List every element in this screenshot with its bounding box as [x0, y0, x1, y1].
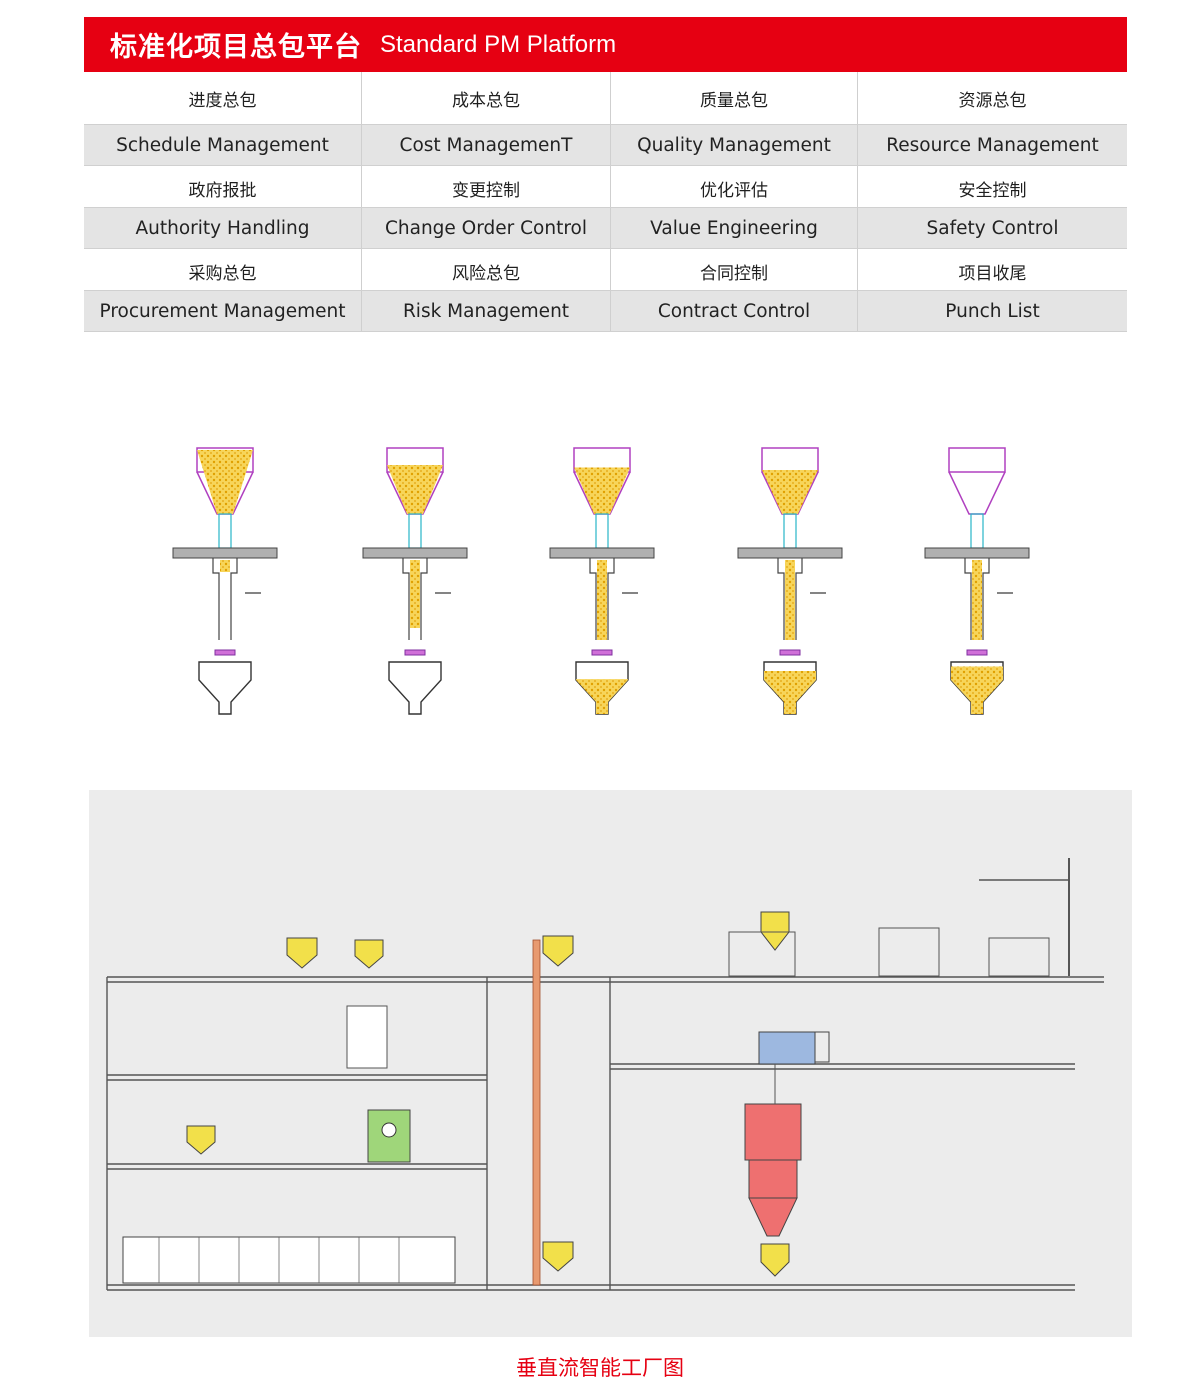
grid-cell-cn: 风险总包 — [362, 249, 611, 290]
grid-row-cn: 进度总包 成本总包 质量总包 资源总包 — [84, 72, 1127, 125]
factory-elevation-diagram — [89, 790, 1132, 1337]
grid-cell-en: Risk Management — [362, 291, 611, 331]
grid-cell-en: Safety Control — [926, 217, 1059, 239]
grid-cell-cn: 进度总包 — [84, 72, 362, 124]
grid-cell-en: Cost ManagemenT — [362, 125, 611, 165]
diagram-caption: 垂直流智能工厂图 — [516, 1356, 684, 1380]
grid-cell-en: Value Engineering — [611, 208, 858, 248]
grid-row-en: Procurement Management Risk Management C… — [84, 291, 1127, 332]
grid-cell-cn: 质量总包 — [611, 72, 858, 124]
grid-cell-en: Quality Management — [611, 125, 858, 165]
grid-cell-en: Resource Management — [886, 134, 1099, 156]
grid-cell-cn: 采购总包 — [84, 249, 362, 290]
silo-stage — [172, 447, 278, 715]
banner-title-cn: 标准化项目总包平台 — [110, 32, 362, 63]
services-grid: 进度总包 成本总包 质量总包 资源总包 Schedule Management … — [84, 72, 1127, 332]
grid-row-cn: 采购总包 风险总包 合同控制 项目收尾 — [84, 249, 1127, 291]
grid-cell-en: Schedule Management — [84, 125, 362, 165]
grid-row-en: Schedule Management Cost ManagemenT Qual… — [84, 125, 1127, 166]
silo-discharge-diagram — [172, 447, 1030, 715]
grid-cell-en: Change Order Control — [362, 208, 611, 248]
silo-stage — [362, 447, 468, 715]
grid-cell-cn: 政府报批 — [84, 166, 362, 207]
grid-row-cn: 政府报批 变更控制 优化评估 安全控制 — [84, 166, 1127, 208]
grid-cell-cn: 优化评估 — [611, 166, 858, 207]
banner-title-en: Standard PM Platform — [380, 30, 617, 58]
grid-cell-cn: 变更控制 — [362, 166, 611, 207]
title-banner: 标准化项目总包平台 Standard PM Platform — [84, 17, 1127, 72]
grid-cell-cn: 资源总包 — [958, 90, 1027, 111]
grid-cell-en: Procurement Management — [84, 291, 362, 331]
grid-cell-cn: 成本总包 — [362, 72, 611, 124]
grid-cell-cn: 项目收尾 — [958, 264, 1027, 284]
silo-stage — [737, 447, 843, 715]
grid-cell-en: Contract Control — [611, 291, 858, 331]
grid-cell-en: Punch List — [945, 300, 1040, 322]
grid-cell-en: Authority Handling — [84, 208, 362, 248]
grid-cell-cn: 安全控制 — [958, 181, 1027, 201]
grid-row-en: Authority Handling Change Order Control … — [84, 208, 1127, 249]
silo-stage — [924, 447, 1030, 715]
grid-cell-cn: 合同控制 — [611, 249, 858, 290]
ibc-bins — [186, 911, 790, 1277]
silo-stage — [549, 447, 655, 715]
